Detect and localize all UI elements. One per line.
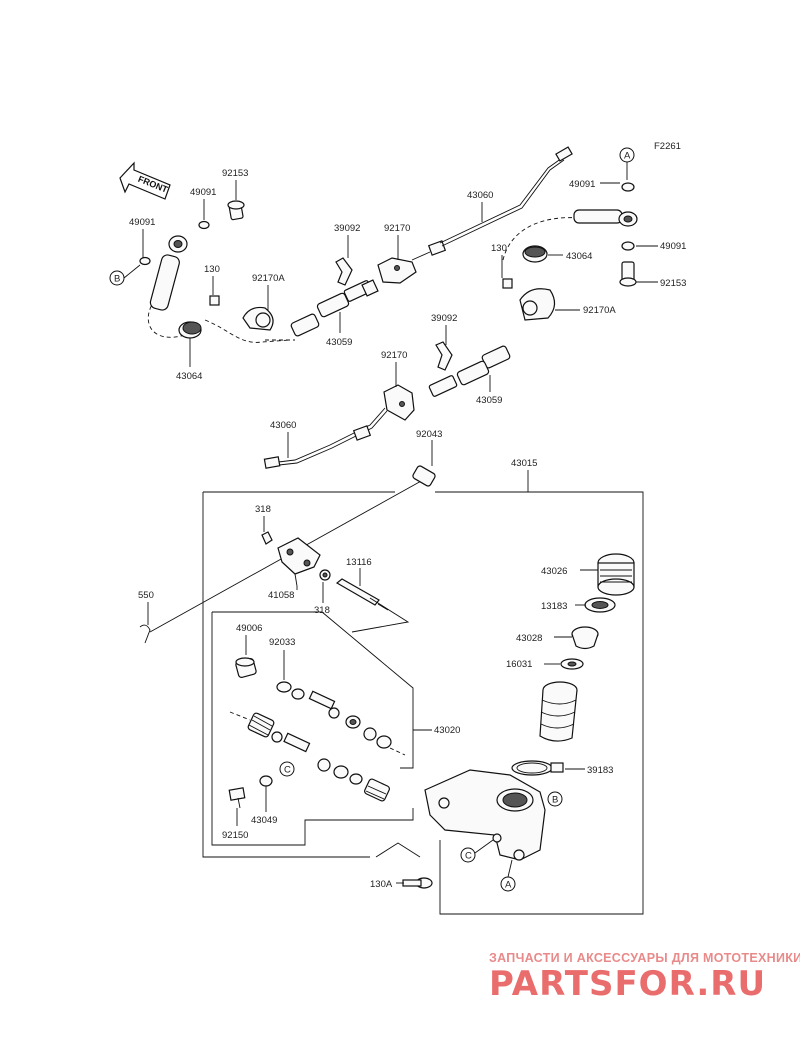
watermark-brand: PARTSFOR.RU (489, 964, 766, 1004)
watermark-tagline: ЗАПЧАСТИ И АКСЕССУАРЫ ДЛЯ МОТОТЕХНИКИ (489, 951, 800, 965)
label-49091-top-right: 49091 (569, 179, 595, 190)
label-13116: 13116 (346, 557, 372, 568)
label-92170a-left: 92170A (252, 273, 285, 284)
label-92170-top: 92170 (384, 223, 410, 234)
label-16031: 16031 (506, 659, 532, 670)
label-49091-top-left: 49091 (190, 187, 216, 198)
push-rod-13116 (335, 578, 410, 633)
leader-lines (142, 180, 658, 884)
label-92153-left: 92153 (222, 168, 248, 179)
label-39183: 39183 (587, 765, 613, 776)
upper-cable (265, 146, 573, 341)
diagram-code: F2261 (654, 141, 681, 152)
svg-text:A: A (505, 880, 512, 891)
reservoir (511, 553, 635, 776)
callout-c-body: C (460, 839, 494, 863)
label-318-b: 318 (314, 605, 330, 616)
label-92153-right: 92153 (660, 278, 686, 289)
label-49091-right: 49091 (660, 241, 686, 252)
label-92150: 92150 (222, 830, 248, 841)
callout-a-body: A (500, 859, 516, 892)
label-130-left: 130 (204, 264, 220, 275)
label-92033: 92033 (269, 637, 295, 648)
label-43060-bottom: 43060 (270, 420, 296, 431)
label-43064-left: 43064 (176, 371, 202, 382)
label-39092-mid: 39092 (431, 313, 457, 324)
label-43064-right: 43064 (566, 251, 592, 262)
master-cylinder-frame (202, 470, 644, 915)
label-43059-mid: 43059 (476, 395, 502, 406)
label-43015: 43015 (511, 458, 537, 469)
master-cylinder-body (375, 769, 546, 861)
callout-c-kit: C (279, 761, 295, 777)
right-hose-end (502, 182, 638, 321)
piston-kit (228, 657, 406, 809)
clevis (261, 531, 331, 587)
label-41058: 41058 (268, 590, 294, 601)
label-43059-left: 43059 (326, 337, 352, 348)
label-43049: 43049 (251, 815, 277, 826)
bolt-130a (402, 877, 433, 889)
watermark: ЗАПЧАСТИ И АКСЕССУАРЫ ДЛЯ МОТОТЕХНИКИ PA… (489, 951, 800, 1004)
callout-b-left: B (109, 264, 141, 286)
label-92170a-right: 92170A (583, 305, 616, 316)
label-49006: 49006 (236, 623, 262, 634)
svg-text:A: A (624, 151, 631, 162)
label-43060-top: 43060 (467, 190, 493, 201)
svg-text:C: C (465, 851, 472, 862)
svg-text:B: B (552, 795, 558, 806)
label-92043: 92043 (416, 429, 442, 440)
label-39092-top: 39092 (334, 223, 360, 234)
part-labels: 92153 49091 49091 130 92170A 43064 39092… (129, 168, 686, 890)
middle-cable (263, 341, 511, 469)
label-49091-left: 49091 (129, 217, 155, 228)
label-92170-mid: 92170 (381, 350, 407, 361)
label-318-a: 318 (255, 504, 271, 515)
callout-a-top: A (619, 147, 635, 180)
label-43026: 43026 (541, 566, 567, 577)
svg-text:C: C (284, 765, 291, 776)
callout-b-body: B (547, 791, 563, 807)
label-550: 550 (138, 590, 154, 601)
svg-text:B: B (114, 274, 120, 285)
label-43028: 43028 (516, 633, 542, 644)
left-hose-end (139, 200, 291, 343)
label-130a: 130A (370, 879, 393, 890)
label-43020: 43020 (434, 725, 460, 736)
piston-kit-frame (211, 611, 414, 846)
label-130-right: 130 (491, 243, 507, 254)
front-arrow-icon: FRONT (119, 161, 171, 200)
label-13183: 13183 (541, 601, 567, 612)
